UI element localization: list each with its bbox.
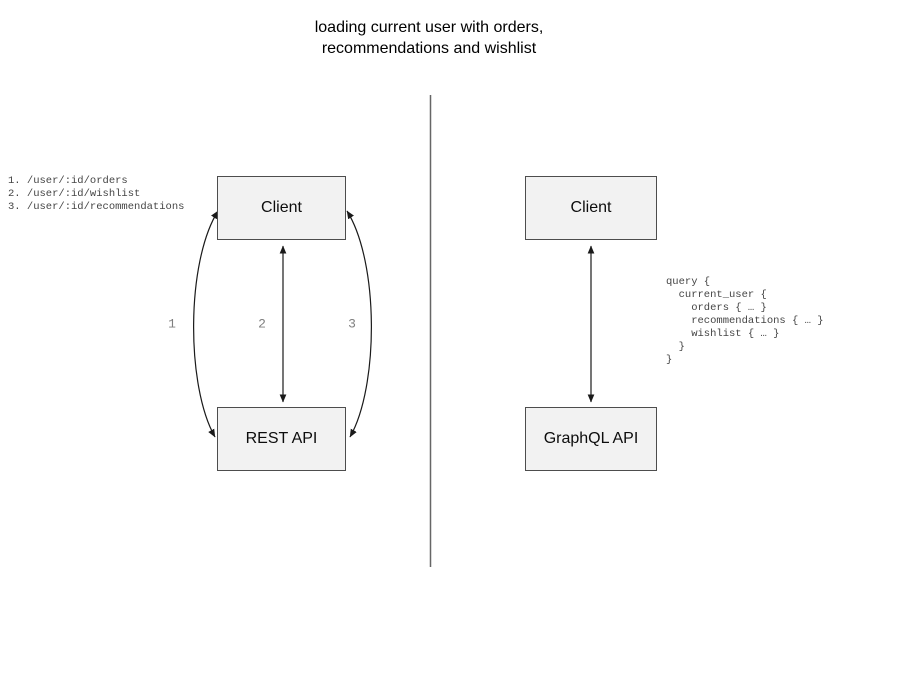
graphql-api-node: GraphQL API <box>525 407 657 471</box>
graphql-client-label: Client <box>570 199 612 216</box>
endpoint-recommendations: 3. /user/:id/recommendations <box>8 201 185 213</box>
rest-client-label: Client <box>261 199 302 216</box>
graphql-client-node: Client <box>525 176 657 240</box>
endpoint-wishlist: 2. /user/:id/wishlist <box>8 188 141 200</box>
title-line-1: loading current user with orders, <box>314 19 544 36</box>
rest-client-node: Client <box>217 176 346 240</box>
rest-endpoint-list: 1. /user/:id/orders 2. /user/:id/wishlis… <box>8 175 184 214</box>
arrow-1-orders-curve <box>193 210 219 438</box>
graphql-query-code: query { current_user { orders { … } reco… <box>666 276 824 366</box>
rest-api-label: REST API <box>245 430 318 447</box>
diagram-title: loading current user with orders, recomm… <box>315 17 544 59</box>
arrow-2-number: 2 <box>258 316 266 332</box>
title-line-2: recommendations and wishlist <box>321 40 537 57</box>
graphql-api-label: GraphQL API <box>543 430 639 447</box>
rest-api-node: REST API <box>217 407 346 471</box>
endpoint-orders: 1. /user/:id/orders <box>8 175 128 187</box>
arrow-3-number: 3 <box>348 316 356 332</box>
arrow-1-number: 1 <box>168 316 176 332</box>
